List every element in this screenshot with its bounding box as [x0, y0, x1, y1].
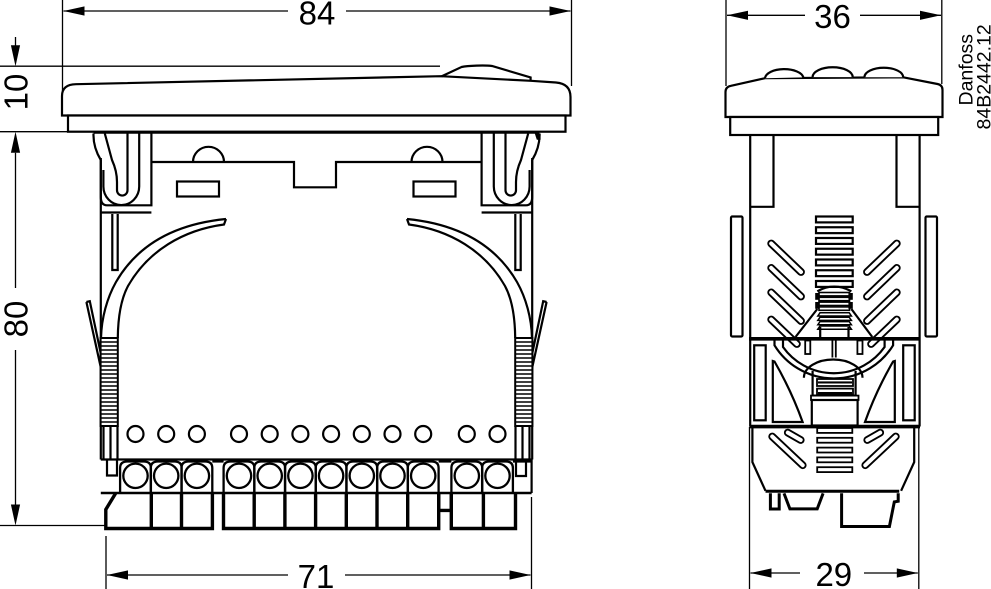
svg-text:84: 84	[299, 0, 336, 32]
svg-text:10: 10	[0, 74, 35, 111]
svg-text:Danfoss: Danfoss	[956, 34, 978, 106]
svg-text:80: 80	[0, 301, 35, 338]
svg-text:71: 71	[298, 558, 335, 589]
svg-text:36: 36	[814, 0, 851, 35]
svg-text:84B2442.12: 84B2442.12	[974, 24, 991, 129]
svg-text:29: 29	[815, 556, 852, 589]
